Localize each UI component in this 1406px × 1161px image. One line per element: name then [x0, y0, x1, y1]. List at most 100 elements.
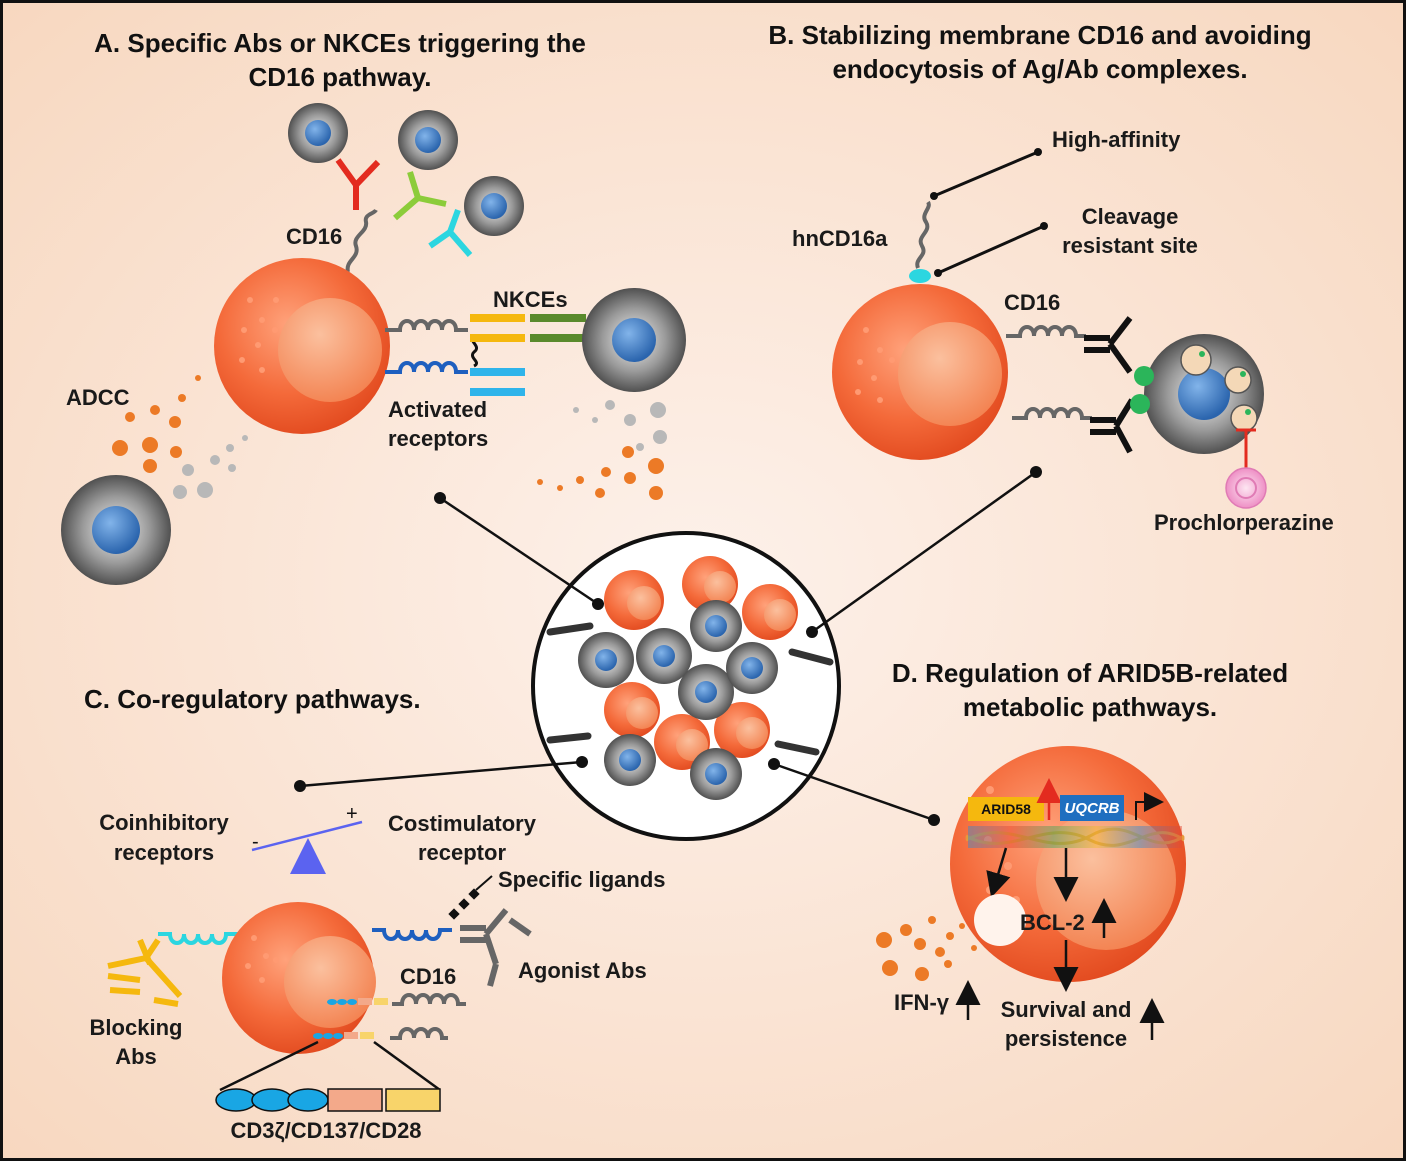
panel-b-title-line1: B. Stabilizing membrane CD16 and avoidin…	[768, 20, 1311, 50]
cd16-receptor	[1012, 407, 1092, 420]
tumor-cell	[288, 103, 348, 163]
activated-label-line2: receptors	[388, 426, 488, 451]
cd16-label-b: CD16	[1004, 290, 1060, 315]
granules-gray	[173, 435, 248, 499]
granules-gray-right	[573, 400, 667, 451]
adcc-label: ADCC	[66, 385, 130, 410]
tumor-microenvironment-circle	[531, 531, 841, 841]
pointer-dot	[930, 148, 1048, 277]
balance-fulcrum	[290, 838, 326, 874]
cd16-label: CD16	[286, 224, 342, 249]
minus-sign: -	[252, 831, 259, 853]
hncd16a-receptor	[915, 200, 931, 269]
activated-receptor-blue	[385, 361, 468, 374]
high-affinity-label: High-affinity	[1052, 127, 1181, 152]
agonist-abs-label: Agonist Abs	[518, 958, 647, 983]
activated-receptor-gray	[385, 319, 468, 332]
coinhibitory-label-line1: Coinhibitory	[99, 810, 229, 835]
costimulatory-label-line2: receptor	[418, 840, 506, 865]
cd3z-domain	[215, 1088, 257, 1112]
ligand-pointer	[475, 875, 493, 891]
dna-helix	[965, 826, 1185, 848]
balance-beam	[251, 820, 363, 852]
activated-label-line1: Activated	[388, 397, 487, 422]
antibody-green	[393, 171, 447, 221]
cd16-receptor	[345, 208, 378, 273]
nk-cell	[742, 584, 798, 640]
signaling-domain-zoom	[215, 1088, 441, 1112]
cd3z-domain	[287, 1088, 329, 1112]
costimulatory-label-line1: Costimulatory	[388, 811, 537, 836]
cleavage-resistant-site	[909, 269, 931, 283]
panel-d-title-line2: metabolic pathways.	[963, 692, 1217, 722]
uqcrb-label: UQCRB	[1065, 800, 1120, 817]
tumor-cell	[678, 664, 734, 720]
plus-sign: +	[346, 803, 358, 825]
agonist-antibody	[460, 908, 532, 987]
specific-ligand	[448, 888, 480, 920]
nkces-label: NKCEs	[493, 287, 568, 312]
antigen-green	[1130, 366, 1154, 414]
tumor-cell	[604, 734, 656, 786]
signaling-domain-label: CD3ζ/CD137/CD28	[230, 1118, 421, 1143]
survival-label-line2: persistence	[1005, 1026, 1127, 1051]
prochlorperazine-label: Prochlorperazine	[1154, 510, 1334, 535]
coinhibitory-label-line2: receptors	[114, 840, 214, 865]
specific-ligands-label: Specific ligands	[498, 867, 666, 892]
pointer-line	[933, 150, 1045, 275]
cell-rod	[546, 622, 834, 756]
nk-cell	[950, 746, 1186, 982]
cd16-receptor	[392, 993, 466, 1006]
ifn-label: IFN-γ	[894, 990, 950, 1015]
nkce-green	[530, 314, 586, 342]
antibody-cyan	[428, 208, 473, 257]
panel-a-title-line1: A. Specific Abs or NKCEs triggering the	[94, 28, 586, 58]
tumor-cell	[582, 288, 686, 392]
arid-box: ARID58	[968, 797, 1044, 821]
nk-cell	[682, 556, 738, 612]
cd16-label-c: CD16	[400, 964, 456, 989]
coinhibitory-receptor	[158, 932, 240, 945]
tumor-cell	[61, 475, 171, 585]
uqcrb-box: UQCRB	[1060, 795, 1124, 821]
cleavage-label-line1: Cleavage	[1082, 204, 1179, 229]
tumor-cell	[690, 600, 742, 652]
vesicle	[974, 894, 1026, 946]
connector	[299, 470, 1037, 822]
nk-cell	[714, 702, 770, 758]
internalized-complex	[1199, 351, 1251, 415]
connector-dot	[294, 466, 1042, 826]
panel-d: D. Regulation of ARID5B-related metaboli…	[876, 658, 1288, 1051]
car-receptor	[390, 1027, 448, 1040]
nk-cell	[604, 682, 660, 738]
signaling-domain-small	[313, 998, 388, 1039]
antibody-black	[1090, 398, 1135, 454]
nk-cell	[222, 902, 376, 1054]
cd16-receptor	[1006, 325, 1086, 338]
tumor-cell	[636, 628, 692, 684]
panel-a: A. Specific Abs or NKCEs triggering the …	[61, 28, 686, 585]
survival-label-line1: Survival and	[1001, 997, 1132, 1022]
granules-orange	[876, 916, 977, 981]
panel-c-title: C. Co-regulatory pathways.	[84, 684, 421, 714]
granules-orange-right	[537, 446, 664, 500]
antibody-black	[1084, 316, 1133, 374]
transcription-arrow	[1135, 792, 1164, 820]
granules-orange	[112, 375, 201, 473]
nk-cell	[214, 258, 390, 434]
tumor-cell	[726, 642, 778, 694]
bcl2-label: BCL-2	[1020, 910, 1085, 935]
cd3z-domain	[251, 1088, 293, 1112]
tumor-cell	[398, 110, 458, 170]
blocking-abs-label-line2: Abs	[115, 1044, 157, 1069]
tumor-cell	[464, 176, 524, 236]
nkce-yellow	[470, 314, 525, 342]
panel-b: B. Stabilizing membrane CD16 and avoidin…	[768, 20, 1333, 535]
endosome	[1180, 344, 1258, 432]
arrow	[986, 847, 1079, 992]
tumor-cell	[578, 632, 634, 688]
panel-a-title-line2: CD16 pathway.	[248, 62, 431, 92]
tumor-cell	[690, 748, 742, 800]
